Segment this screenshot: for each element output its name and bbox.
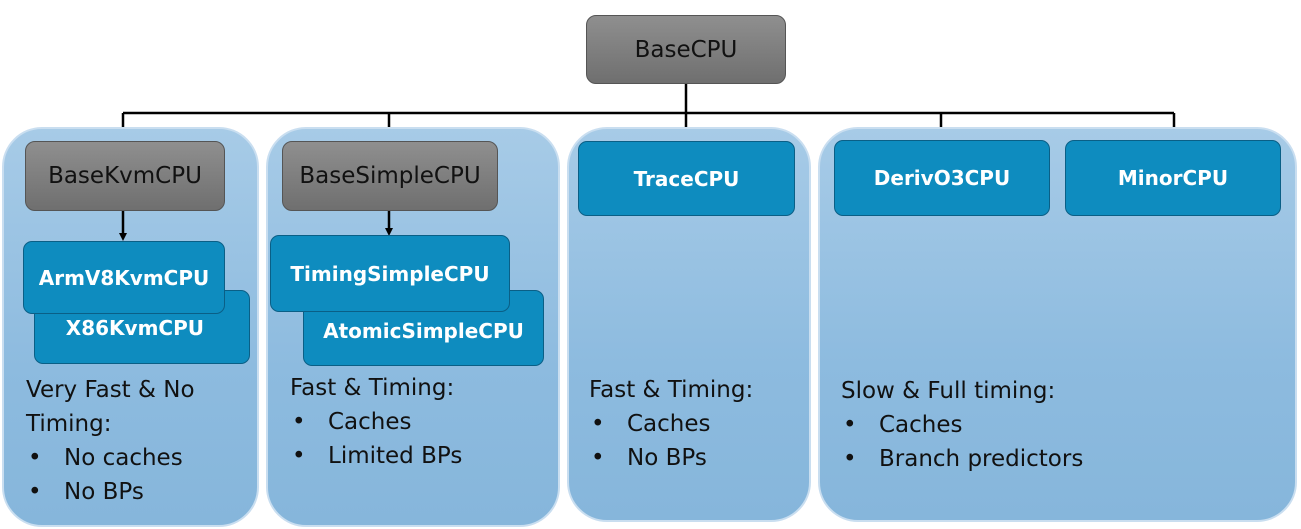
kvm-bullet-1: No caches	[26, 441, 254, 475]
timingsimplecpu-label: TimingSimpleCPU	[290, 261, 490, 286]
x86kvmcpu-label: X86KvmCPU	[65, 316, 204, 340]
trace-desc-line-1: Fast & Timing:	[589, 377, 754, 403]
timingsimplecpu-node: TimingSimpleCPU	[270, 235, 510, 312]
minorcpu-node: MinorCPU	[1065, 140, 1281, 216]
basekvmcpu-node: BaseKvmCPU	[25, 141, 225, 211]
kvm-desc-line-1: Very Fast & No	[26, 377, 195, 403]
atomicsimplecpu-label: AtomicSimpleCPU	[323, 319, 524, 343]
kvm-bullet-2: No BPs	[26, 475, 254, 509]
derivo3cpu-label: DerivO3CPU	[873, 166, 1011, 190]
trace-description: Fast & Timing: Caches No BPs	[589, 373, 799, 475]
basesimplecpu-label: BaseSimpleCPU	[299, 163, 481, 189]
minorcpu-label: MinorCPU	[1117, 166, 1229, 190]
derivo3cpu-node: DerivO3CPU	[834, 140, 1050, 216]
armv8kvmcpu-node: ArmV8KvmCPU	[23, 241, 225, 314]
o3-bullet-2: Branch predictors	[841, 442, 1241, 476]
basecpu-label: BaseCPU	[634, 36, 738, 63]
simple-bullet-1: Caches	[290, 405, 550, 439]
trace-bullet-1: Caches	[589, 407, 799, 441]
simple-desc-line-1: Fast & Timing:	[290, 375, 455, 401]
kvm-description: Very Fast & No Timing: No caches No BPs	[26, 373, 254, 509]
basecpu-node: BaseCPU	[586, 15, 786, 84]
o3-desc-line-1: Slow & Full timing:	[841, 378, 1056, 404]
tracecpu-label: TraceCPU	[633, 166, 740, 191]
o3-minor-description: Slow & Full timing: Caches Branch predic…	[841, 374, 1241, 476]
o3-bullet-1: Caches	[841, 408, 1241, 442]
basekvmcpu-label: BaseKvmCPU	[48, 163, 202, 189]
tracecpu-node: TraceCPU	[578, 141, 795, 216]
armv8kvmcpu-label: ArmV8KvmCPU	[38, 265, 210, 290]
trace-bullet-2: No BPs	[589, 441, 799, 475]
simple-bullet-2: Limited BPs	[290, 439, 550, 473]
kvm-desc-line-2: Timing:	[26, 411, 112, 437]
simple-description: Fast & Timing: Caches Limited BPs	[290, 371, 550, 473]
basesimplecpu-node: BaseSimpleCPU	[282, 141, 498, 211]
